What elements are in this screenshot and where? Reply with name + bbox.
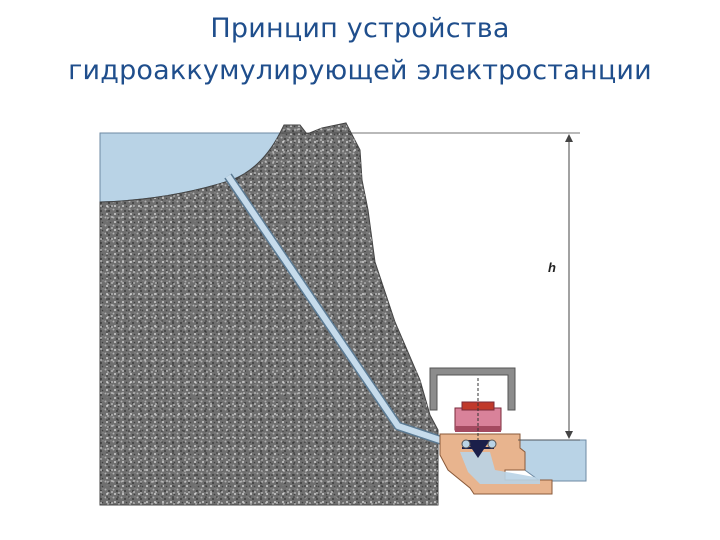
rock-mass	[99, 122, 439, 506]
height-label: h	[548, 260, 556, 275]
page-title: Принцип устройства гидроаккумулирующей э…	[0, 8, 720, 92]
turbine-runner	[461, 439, 497, 458]
arrow-up-icon	[565, 134, 573, 142]
arrow-down-icon	[565, 431, 573, 439]
draft-tube-water	[460, 452, 540, 484]
height-dimension: h	[280, 132, 580, 441]
title-line-2: гидроаккумулирующей электростанции	[68, 55, 652, 86]
title-line-1: Принцип устройства	[210, 13, 510, 44]
generator	[454, 378, 502, 440]
powerhouse-frame	[429, 367, 516, 411]
lower-reservoir	[517, 439, 587, 482]
